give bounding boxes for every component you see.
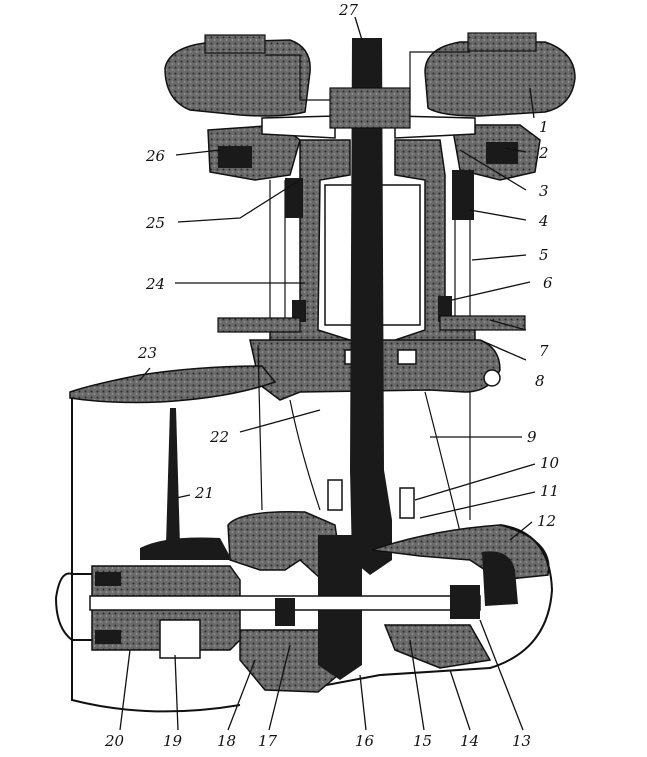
leg-housing (71, 344, 471, 713)
propeller-blade (166, 408, 180, 545)
anti-cavitation-plate (69, 365, 277, 404)
label-7: 7 (539, 342, 549, 360)
label-6: 6 (543, 274, 553, 292)
leader-lines (119, 16, 536, 731)
label-26: 26 (145, 147, 166, 165)
shaft-top-collar (329, 87, 411, 129)
label-16: 16 (355, 732, 375, 750)
label-10: 10 (540, 454, 560, 472)
label-3: 3 (539, 182, 549, 200)
engine-block (217, 139, 526, 351)
label-19: 19 (163, 732, 183, 750)
label-5: 5 (539, 246, 549, 264)
label-1: 1 (539, 118, 549, 136)
label-20: 20 (104, 732, 125, 750)
drive-shaft (350, 38, 392, 575)
label-14: 14 (460, 732, 479, 750)
label-27: 27 (338, 1, 359, 19)
label-4: 4 (538, 212, 549, 230)
label-22: 22 (209, 428, 229, 446)
label-13: 13 (512, 732, 531, 750)
label-12: 12 (537, 512, 556, 530)
label-23: 23 (137, 344, 157, 362)
label-15: 15 (413, 732, 432, 750)
propeller-assembly (54, 408, 518, 659)
label-17: 17 (258, 732, 278, 750)
label-11: 11 (540, 482, 559, 500)
label-9: 9 (527, 428, 537, 446)
label-21: 21 (194, 484, 214, 502)
label-25: 25 (145, 214, 165, 232)
label-2: 2 (538, 144, 549, 162)
part-labels: 27 1 2 3 4 5 6 7 8 9 10 11 12 13 14 15 1… (104, 1, 560, 750)
label-8: 8 (535, 372, 545, 390)
label-24: 24 (145, 275, 165, 293)
label-18: 18 (217, 732, 236, 750)
